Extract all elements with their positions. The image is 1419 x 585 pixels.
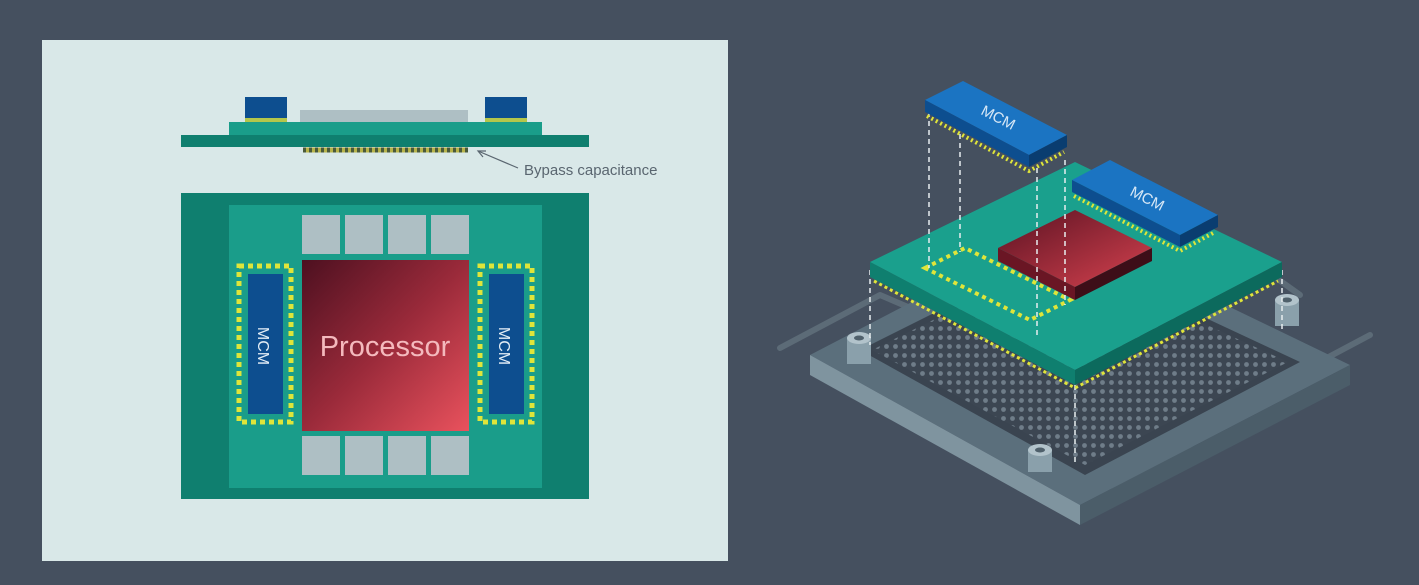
chip [302, 436, 340, 475]
chip [431, 436, 469, 475]
iso-mcm-lifted-top [925, 81, 1067, 155]
socket-posts [847, 294, 1299, 472]
bypass-arrow [476, 150, 519, 169]
mcm-right-pins [477, 263, 535, 425]
iso-substrate-side-right [1075, 262, 1282, 385]
side-substrate [229, 122, 542, 135]
side-mcm-left-pins [245, 118, 287, 122]
iso-mcm-lifted-side [925, 100, 1029, 167]
socket-side-left [810, 355, 1080, 525]
iso-mcm-right-top [1072, 160, 1218, 235]
iso-mcm-lifted-pins [926, 114, 1065, 174]
side-mcm-right [485, 97, 527, 122]
socket-side-right [1080, 365, 1350, 525]
chip [302, 215, 340, 254]
iso-processor-side [998, 248, 1075, 300]
side-die [300, 110, 468, 122]
processor-die [302, 260, 469, 431]
side-view: Bypass capacitance [181, 97, 657, 179]
chip [431, 215, 469, 254]
top-view: Processor MCM MCM [181, 193, 589, 499]
iso-mcm-footprint [920, 245, 1075, 323]
isometric-view: MCM MCM [777, 81, 1373, 525]
mcm-left-body [248, 274, 283, 414]
bottom-chips [302, 436, 469, 475]
alignment-lines [869, 270, 1283, 462]
iso-substrate-side-left [870, 262, 1075, 385]
iso-mcm-right: MCM [1072, 160, 1218, 254]
iso-package-pins [873, 279, 1279, 390]
iso-mcm-right-pins [1073, 194, 1216, 254]
iso-mcm-lifted: MCM [925, 81, 1067, 336]
mcm-right-body [489, 274, 524, 414]
chip [345, 436, 383, 475]
mcm-right-label: MCM [495, 327, 512, 365]
processor-label: Processor [320, 331, 451, 363]
side-mcm-right-pins [485, 118, 527, 122]
chip [388, 215, 426, 254]
mcm-left-label: MCM [254, 327, 271, 365]
iso-mcm-lifted-side2 [1029, 135, 1067, 167]
chip [345, 215, 383, 254]
bypass-label: Bypass capacitance [524, 162, 657, 179]
iso-processor-side-right [1075, 248, 1152, 300]
mcm-left: MCM [236, 263, 294, 425]
chip [388, 436, 426, 475]
iso-mcm-right-side [1072, 180, 1180, 247]
mcm-right: MCM [477, 263, 535, 425]
iso-processor-die [998, 210, 1152, 287]
top-chips [302, 215, 469, 254]
side-mcm-left [245, 97, 287, 122]
side-board [181, 135, 589, 147]
iso-mcm-right-side2 [1180, 215, 1218, 247]
mcm-left-pins [236, 263, 294, 425]
left-panel: Bypass capacitance Processor [42, 40, 728, 561]
